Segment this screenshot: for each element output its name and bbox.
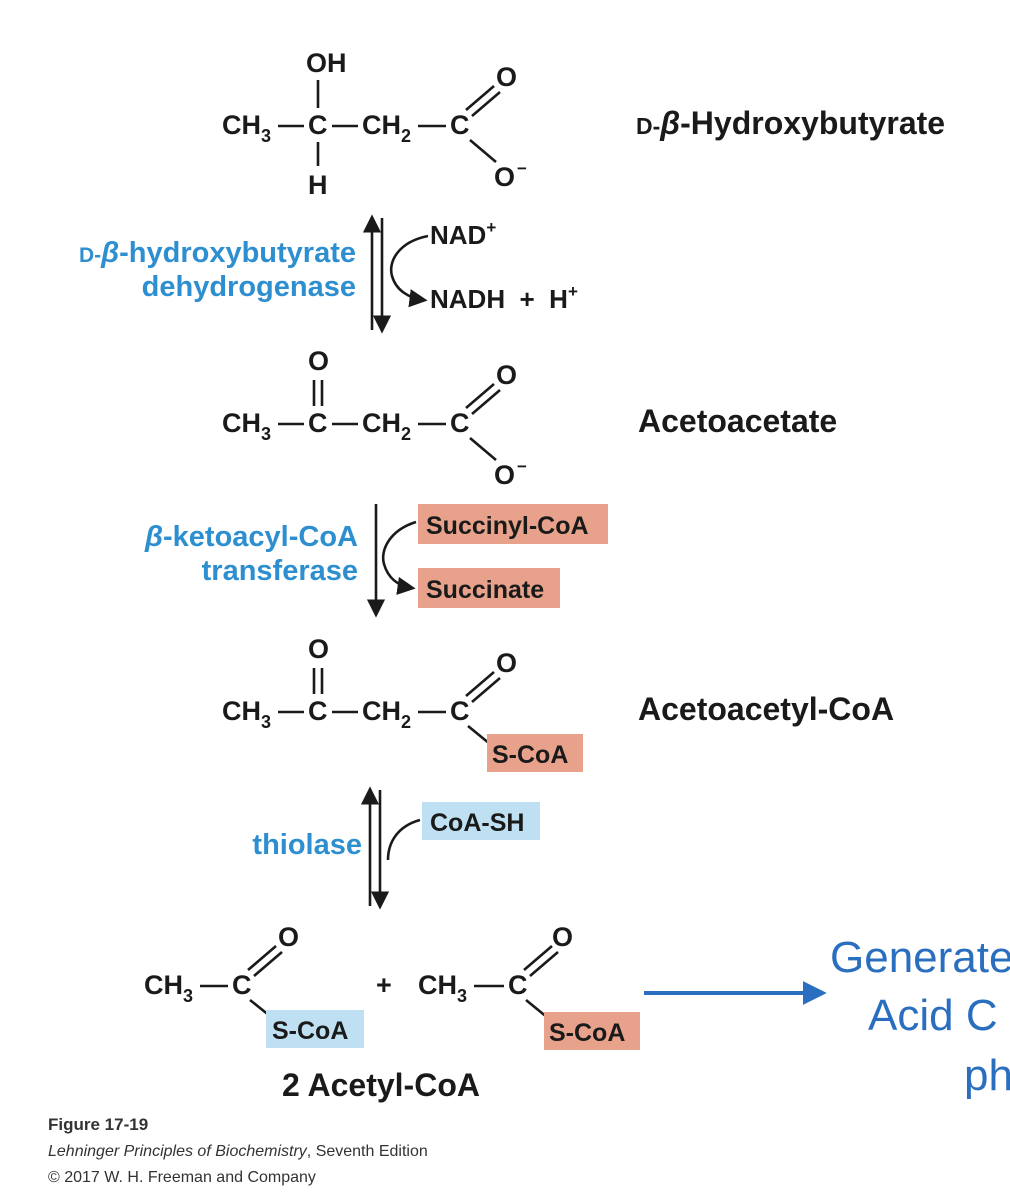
- acetoacetate-structure: O CH3 C CH2 C O O −: [222, 346, 527, 490]
- succinyl-coa-box: [418, 504, 608, 544]
- scoa-box: [266, 1010, 364, 1048]
- scoa-box: [487, 734, 583, 772]
- c-atom: C: [450, 110, 470, 140]
- ch3-group: CH3: [144, 970, 193, 1006]
- ch2-group: CH2: [362, 110, 411, 146]
- coash-box: [422, 802, 540, 840]
- double-bond-line: [465, 671, 495, 697]
- succinate-label: Succinate: [426, 576, 544, 604]
- oh-atom: OH: [306, 48, 347, 78]
- o-atom: O: [496, 648, 517, 678]
- o-atom: O: [308, 346, 329, 376]
- book-title: Lehninger Principles of Biochemistry, Se…: [48, 1143, 428, 1160]
- double-bond-line: [471, 389, 501, 415]
- succinate-box: [418, 568, 560, 608]
- acetoacetyl-coa-structure: O CH3 C CH2 C O S-CoA: [222, 634, 583, 772]
- thiolase-label: thiolase: [252, 829, 362, 861]
- bond-line: [469, 139, 497, 163]
- scoa-label: S-CoA: [549, 1019, 625, 1047]
- ch2-group: CH2: [362, 408, 411, 444]
- scoa-label: S-CoA: [272, 1017, 348, 1045]
- c-atom: C: [308, 696, 328, 726]
- c-atom: C: [308, 110, 328, 140]
- nadh-cofactor: NADH + H+: [430, 282, 578, 314]
- o-atom: O: [552, 922, 573, 952]
- o-atom: O: [308, 634, 329, 664]
- acetyl-coa-structure-1: CH3 C O S-CoA: [144, 922, 364, 1048]
- acetoacetyl-coa-label: Acetoacetyl-CoA: [638, 691, 894, 727]
- o-atom: O: [278, 922, 299, 952]
- ch3-group: CH3: [222, 696, 271, 732]
- c-atom: C: [232, 970, 252, 1000]
- c-atom: C: [308, 408, 328, 438]
- dehydrogenase-label-line2: dehydrogenase: [142, 271, 356, 303]
- o-atom: O: [494, 162, 515, 192]
- transferase-label-line1: β-ketoacyl-CoA: [144, 521, 358, 553]
- bond-line: [469, 437, 497, 461]
- acetyl-coa-label: 2 Acetyl-CoA: [282, 1067, 480, 1103]
- transferase-label-line2: transferase: [202, 555, 358, 587]
- c-atom: C: [450, 408, 470, 438]
- o-atom: O: [494, 460, 515, 490]
- ch3-group: CH3: [418, 970, 467, 1006]
- annotation-line3: ph: [964, 1051, 1010, 1100]
- double-bond-line: [471, 677, 501, 703]
- double-bond-line: [253, 951, 283, 977]
- nad-cofactor: NAD+: [430, 218, 496, 250]
- double-bond-line: [523, 945, 553, 971]
- o-atom: O: [496, 360, 517, 390]
- coash-label: CoA-SH: [430, 809, 524, 837]
- acetoacetate-label: Acetoacetate: [638, 403, 837, 439]
- plus-sign: +: [376, 970, 392, 1000]
- double-bond-line: [529, 951, 559, 977]
- hydroxybutyrate-label: D-β-Hydroxybutyrate: [636, 105, 945, 141]
- scoa-box: [544, 1012, 640, 1050]
- o-atom: O: [496, 62, 517, 92]
- scoa-label: S-CoA: [492, 741, 568, 769]
- reversible-arrow-3: [360, 786, 421, 910]
- c-atom: C: [508, 970, 528, 1000]
- c-atom: C: [450, 696, 470, 726]
- ch3-group: CH3: [222, 408, 271, 444]
- double-bond-line: [247, 945, 277, 971]
- copyright: © 2017 W. H. Freeman and Company: [48, 1169, 316, 1186]
- double-bond-line: [465, 85, 495, 111]
- acetyl-coa-structure-2: CH3 C O S-CoA: [418, 922, 640, 1050]
- double-bond-line: [471, 91, 501, 117]
- hydroxybutyrate-structure: OH CH3 C CH2 C H O O −: [222, 48, 527, 200]
- minus-charge: −: [517, 457, 527, 476]
- figure-number: Figure 17-19: [48, 1115, 148, 1134]
- ch3-group: CH3: [222, 110, 271, 146]
- annotation-line2: Acid C: [868, 991, 998, 1040]
- succinyl-coa-label: Succinyl-CoA: [426, 512, 589, 540]
- ch2-group: CH2: [362, 696, 411, 732]
- reversible-arrow-1: [362, 214, 429, 334]
- h-atom: H: [308, 170, 328, 200]
- dehydrogenase-label-line1: D-β-hydroxybutyrate: [79, 237, 356, 269]
- double-bond-line: [465, 383, 495, 409]
- irreversible-arrow-2: [366, 504, 417, 618]
- bond-line: [467, 724, 491, 746]
- minus-charge: −: [517, 159, 527, 178]
- annotation-line1: Generate: [830, 933, 1010, 982]
